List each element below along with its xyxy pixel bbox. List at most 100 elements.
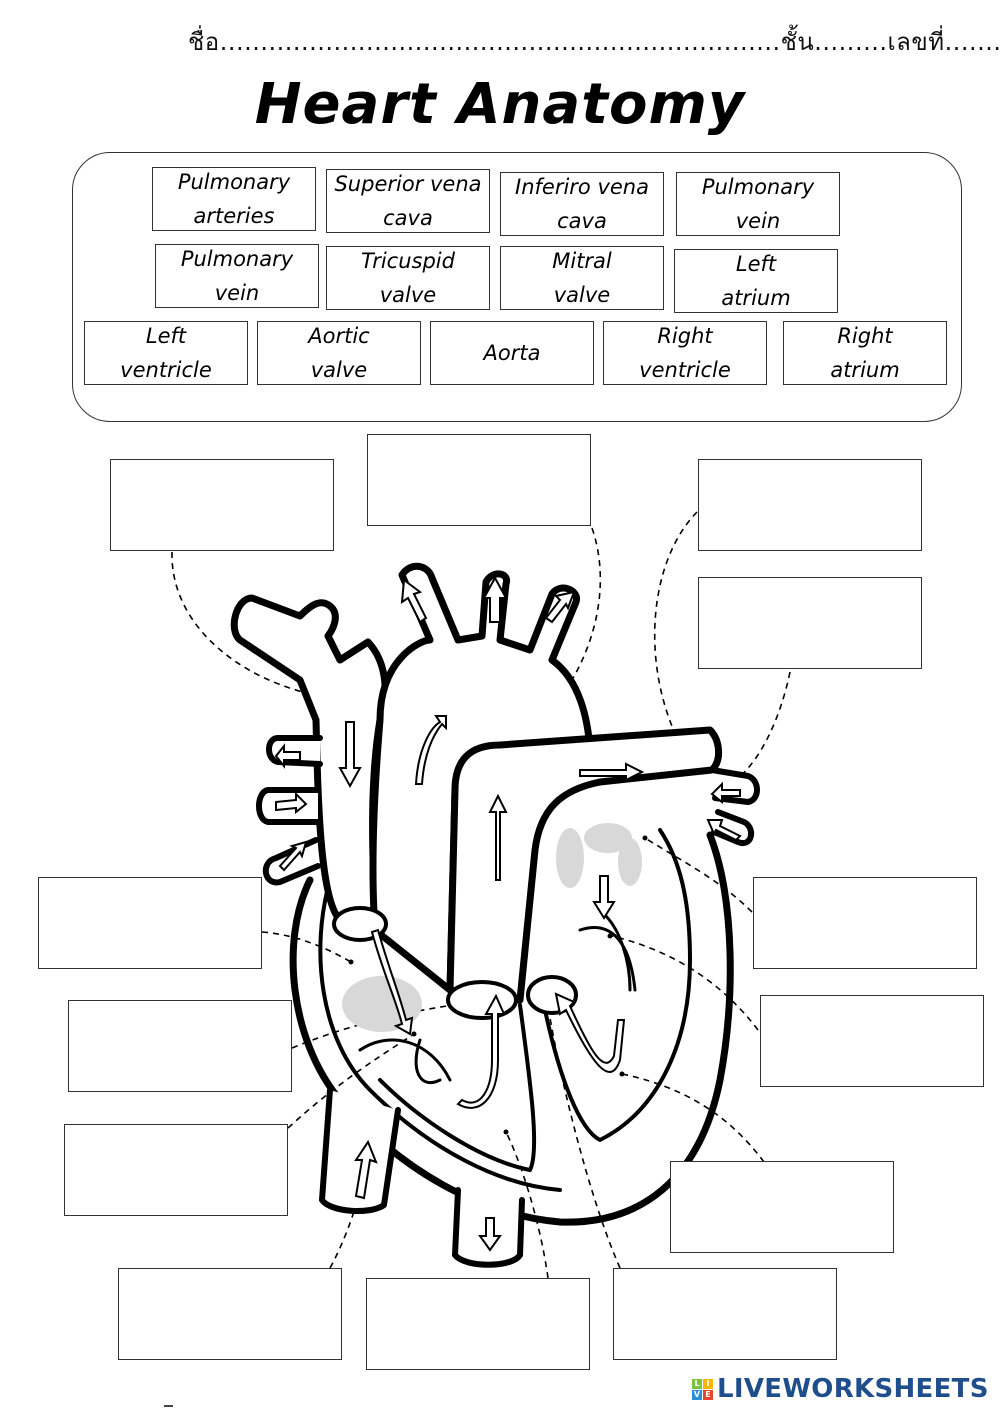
word-aortic-valve[interactable]: Aortic valve: [257, 321, 421, 385]
chordae-left: [358, 1038, 452, 1084]
answer-box-9[interactable]: [64, 1124, 288, 1216]
left-ventricle-wall: [543, 828, 692, 1142]
word-pulmonary-arteries[interactable]: Pulmonary arteries: [152, 167, 316, 231]
student-info-line: ชื่อ....................................…: [188, 28, 1000, 56]
tricuspid-shading: [342, 976, 422, 1032]
outer-wall: [289, 831, 734, 1226]
arrow-icon: [275, 791, 308, 815]
pulmonary-veins-left: [256, 735, 323, 886]
arrow-icon: [488, 793, 508, 881]
arrow-icon: [414, 715, 447, 785]
word-bank-panel: [72, 152, 962, 422]
word-line: Right: [837, 324, 893, 348]
brand-text: LIVEWORKSHEETS: [717, 1374, 989, 1404]
answer-box-1[interactable]: [110, 459, 334, 551]
word-line: valve: [379, 283, 437, 307]
arrow-icon: [706, 819, 742, 842]
leader-dot: [675, 739, 681, 745]
leader-line: [287, 1033, 415, 1129]
word-line: Pulmonary: [701, 175, 815, 199]
aortic-valve-opening: [446, 980, 518, 1020]
word-line: ventricle: [120, 358, 212, 382]
word-line: Mitral: [552, 249, 612, 273]
word-line: cava: [383, 206, 433, 230]
leader-line: [737, 671, 791, 779]
liveworksheets-brand: L I V E LIVEWORKSHEETS: [692, 1374, 989, 1404]
answer-box-10[interactable]: [670, 1161, 894, 1253]
aorta-arch: [369, 562, 594, 994]
arrow-icon: [456, 993, 506, 1109]
logo-letter: L: [692, 1378, 702, 1389]
word-right-atrium[interactable]: Right atrium: [783, 321, 947, 385]
tricuspid-opening: [332, 906, 388, 942]
leader-line: [653, 511, 698, 741]
answer-box-13[interactable]: [613, 1268, 837, 1360]
word-inferior-vena-cava[interactable]: Inferiro vena cava: [500, 172, 664, 236]
stray-mark: [164, 1405, 173, 1407]
mitral-shading-2: [556, 828, 584, 888]
arrow-icon: [478, 1217, 502, 1252]
word-line: Superior vena: [334, 172, 482, 196]
word-line: vein: [735, 209, 781, 233]
word-line: ventricle: [639, 358, 731, 382]
leader-dot: [342, 697, 348, 703]
leader-line: [644, 837, 753, 913]
leader-dot: [459, 1001, 465, 1007]
leader-line: [291, 1003, 461, 1049]
logo-letter: V: [692, 1389, 702, 1400]
leader-dot: [503, 1129, 509, 1135]
arrow-icon: [354, 1139, 378, 1200]
arrow-icon: [710, 781, 741, 805]
leader-dot: [642, 835, 648, 841]
leader-line: [611, 935, 759, 1031]
leader-line: [505, 1131, 549, 1279]
answer-box-4[interactable]: [698, 577, 922, 669]
logo-letter: I: [703, 1378, 713, 1389]
word-superior-vena-cava[interactable]: Superior vena cava: [326, 169, 490, 233]
word-tricuspid-valve[interactable]: Tricuspid valve: [326, 246, 490, 310]
word-line: vein: [214, 281, 260, 305]
word-line: Left: [735, 252, 777, 276]
word-line: atrium: [721, 286, 791, 310]
word-pulmonary-vein-2[interactable]: Pulmonary vein: [155, 244, 319, 308]
word-line: Aortic: [308, 324, 370, 348]
word-left-atrium[interactable]: Left atrium: [674, 249, 838, 313]
leader-line: [549, 527, 602, 713]
word-aorta[interactable]: Aorta: [430, 321, 594, 385]
word-line: atrium: [830, 358, 900, 382]
answer-box-5[interactable]: [38, 877, 262, 969]
word-pulmonary-vein-1[interactable]: Pulmonary vein: [676, 172, 840, 236]
leader-line: [171, 551, 346, 701]
leader-dot: [352, 1205, 358, 1211]
word-right-ventricle[interactable]: Right ventricle: [603, 321, 767, 385]
arrow-icon: [274, 743, 301, 769]
pulmonary-trunk: [446, 726, 722, 1004]
leader-line: [547, 1005, 621, 1269]
mitral-shading-3: [618, 838, 642, 886]
arrow-icon: [554, 992, 626, 1073]
word-line: valve: [553, 283, 611, 307]
word-line: cava: [557, 209, 607, 233]
logo-letter: E: [703, 1389, 713, 1400]
word-left-ventricle[interactable]: Left ventricle: [84, 321, 248, 385]
answer-box-12[interactable]: [366, 1278, 590, 1370]
answer-box-3[interactable]: [698, 459, 922, 551]
answer-box-2[interactable]: [367, 434, 591, 526]
arrow-icon: [482, 575, 508, 623]
arrow-icon: [370, 928, 414, 1036]
inferior-vena-cava: [319, 1087, 401, 1214]
word-mitral-valve[interactable]: Mitral valve: [500, 246, 664, 310]
word-line: Tricuspid: [361, 249, 455, 273]
leader-dot: [547, 711, 553, 717]
answer-box-7[interactable]: [68, 1000, 292, 1092]
answer-box-8[interactable]: [760, 995, 984, 1087]
leader-dot: [607, 933, 613, 939]
mitral-shading-1: [584, 823, 632, 853]
valve-shading: [342, 823, 642, 1032]
leader-dots: [342, 697, 681, 1211]
answer-box-6[interactable]: [753, 877, 977, 969]
arrow-icon: [579, 762, 645, 782]
word-line: Aorta: [483, 341, 541, 365]
answer-box-11[interactable]: [118, 1268, 342, 1360]
arrow-icon: [592, 875, 616, 920]
